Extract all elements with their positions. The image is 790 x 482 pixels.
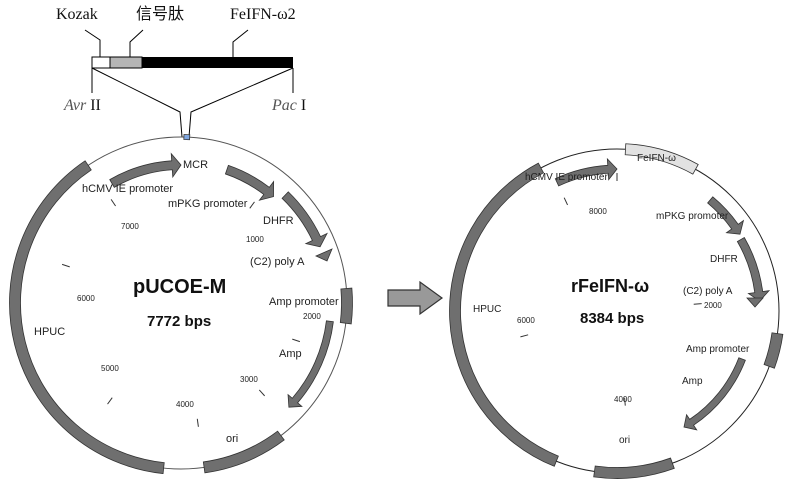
right-feature-feifn: FeIFN-ω — [637, 153, 676, 164]
avrii-label: Avr II — [64, 97, 101, 114]
right-feature-mpkg: mPKG promoter — [656, 211, 729, 222]
left-tick-4000: 4000 — [176, 400, 194, 409]
right-feature-dhfr: DHFR — [710, 254, 738, 265]
gene-label: FeIFN-ω2 — [230, 6, 296, 23]
left-feature-hpuc: HPUC — [34, 326, 66, 338]
left-polya-triangle — [315, 248, 333, 262]
left-tick-mark — [107, 397, 113, 405]
left-tick-1000: 1000 — [246, 235, 264, 244]
left-plasmid-size: 7772 bps — [147, 313, 212, 330]
right-tick-4000: 4000 — [614, 395, 632, 404]
right-tick-8000: 8000 — [589, 207, 607, 216]
right-amp-promoter-box — [763, 332, 784, 369]
left-tick-5000: 5000 — [101, 364, 119, 373]
right-tick-6000: 6000 — [517, 316, 535, 325]
left-amp-arrow — [287, 320, 334, 408]
right-feature-hcmv: hCMV IE promoter — [525, 172, 608, 183]
left-feature-amp: Amp — [279, 348, 302, 360]
kozak-segment — [91, 56, 111, 69]
left-feature-amp-promoter: Amp promoter — [269, 296, 339, 308]
left-tick-mark — [196, 418, 199, 427]
right-feature-hpuc: HPUC — [473, 304, 502, 315]
gene-segment — [142, 57, 293, 68]
right-ori-bar — [593, 457, 675, 479]
insert-cassette — [84, 29, 294, 138]
zoom-line-right — [188, 67, 294, 138]
left-tick-7000: 7000 — [121, 222, 139, 231]
right-polya-triangle — [746, 297, 764, 308]
right-tick-mark — [520, 334, 529, 338]
left-feature-polya: (C2) poly A — [250, 256, 305, 268]
right-dhfr-arrow — [736, 236, 771, 302]
signal-leader — [129, 29, 144, 57]
left-hcmv-arrow — [109, 152, 182, 188]
left-tick-3000: 3000 — [240, 375, 258, 384]
right-tick-mark — [563, 197, 569, 206]
insertion-site-marker — [183, 134, 191, 141]
kozak-label: Kozak — [56, 6, 98, 23]
right-hcmv-arrow — [554, 157, 618, 187]
left-tick-mark — [110, 199, 116, 207]
left-feature-mpkg: mPKG promoter — [168, 198, 248, 210]
right-feature-ori: ori — [619, 435, 631, 446]
left-hpuc-bar — [9, 160, 165, 475]
right-feature-amp-promoter: Amp promoter — [686, 344, 750, 355]
right-tick-2000: 2000 — [704, 301, 722, 310]
left-feature-ori: ori — [226, 433, 239, 445]
zoom-line-left — [91, 67, 183, 138]
left-feature-dhfr: DHFR — [263, 215, 294, 227]
right-amp-arrow — [683, 357, 746, 431]
left-tick-2000: 2000 — [303, 312, 321, 321]
right-feature-polya: (C2) poly A — [683, 286, 733, 297]
right-plasmid-size: 8384 bps — [580, 310, 645, 327]
signal-peptide-segment — [109, 56, 143, 69]
right-tick-mark — [693, 303, 702, 305]
signal-peptide-label: 信号肽 — [136, 6, 185, 23]
left-dhfr-arrow — [281, 191, 328, 248]
left-plasmid-name: pUCOE-M — [133, 276, 227, 298]
paci-label: Pac I — [272, 97, 307, 114]
right-feature-amp: Amp — [682, 376, 703, 387]
left-feature-hcmv: hCMV IE promoter — [82, 183, 174, 195]
left-feature-mcr: MCR — [183, 159, 209, 171]
right-mpkg-arrow — [707, 196, 745, 235]
right-hpuc-bar — [449, 162, 559, 467]
left-tick-mark — [249, 201, 255, 209]
right-feifn-bar — [624, 143, 699, 175]
kozak-leader — [84, 29, 101, 57]
right-plasmid-name: rFeIFN-ω — [571, 276, 650, 296]
left-tick-6000: 6000 — [77, 294, 95, 303]
right-tick-mark — [624, 397, 626, 406]
left-tick-mark — [61, 263, 70, 268]
left-tick-mark — [258, 389, 266, 397]
transform-arrow-icon — [387, 280, 444, 316]
left-tick-mark — [292, 338, 301, 343]
left-mpkg-arrow — [224, 164, 275, 201]
gene-leader — [232, 29, 249, 57]
left-amp-promoter-box — [339, 287, 353, 325]
left-ori-bar — [202, 430, 285, 474]
